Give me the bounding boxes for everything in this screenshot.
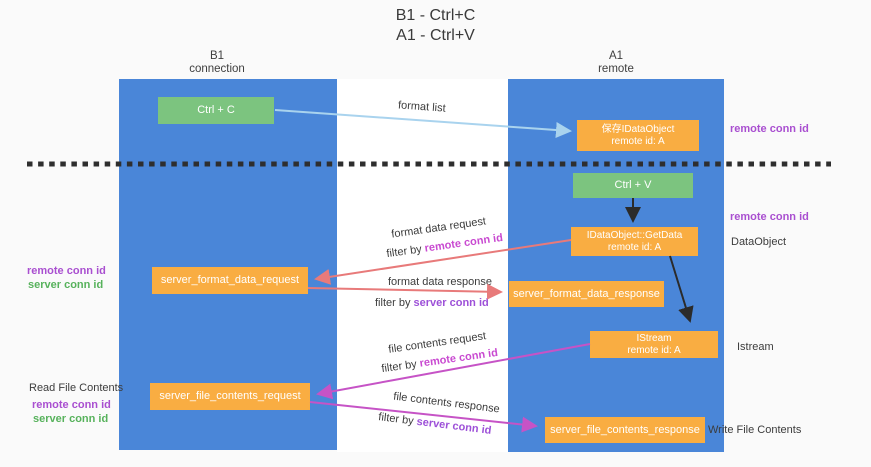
istream-line2: remote id: A — [627, 345, 681, 356]
file-response-label: server_file_contents_response — [550, 423, 700, 436]
filter-by-text: filter by — [375, 297, 411, 309]
server-conn-id-text: server conn id — [413, 297, 489, 309]
server-file-contents-request-box: server_file_contents_request — [150, 383, 310, 410]
remote-conn-id-annotation-top-right: remote conn id — [730, 123, 809, 135]
server-format-data-request-box: server_format_data_request — [152, 267, 308, 294]
ctrl-c-box: Ctrl + C — [158, 97, 274, 124]
dataobject-annotation: DataObject — [731, 236, 787, 248]
remote-conn-id-annotation-mid-left: remote conn id — [27, 265, 106, 277]
ctrl-v-box: Ctrl + V — [573, 173, 693, 198]
lane-a1-role: remote — [598, 63, 634, 75]
lane-header-b1: B1 connection — [108, 50, 326, 76]
lane-a1-name: A1 — [608, 50, 624, 62]
diagram-title: B1 - Ctrl+C A1 - Ctrl+V — [0, 6, 871, 46]
format-response-label: server_format_data_response — [513, 287, 660, 300]
title-line-1: B1 - Ctrl+C — [395, 7, 476, 24]
read-file-contents-annotation: Read File Contents — [29, 382, 124, 394]
saved-idataobject-box: 保存IDataObject remote id: A — [577, 120, 699, 151]
saved-idataobject-line1: 保存IDataObject — [601, 124, 675, 135]
getdata-line2: remote id: A — [607, 242, 662, 253]
server-conn-id-annotation-mid-left: server conn id — [28, 279, 104, 291]
idataobject-getdata-box: IDataObject::GetData remote id: A — [571, 227, 698, 256]
istream-line1: IStream — [636, 333, 672, 344]
saved-idataobject-line2: remote id: A — [611, 136, 665, 147]
getdata-line1: IDataObject::GetData — [586, 230, 683, 241]
lane-b1-name: B1 — [209, 50, 225, 62]
server-conn-id-annotation-bottom-left: server conn id — [33, 413, 109, 425]
server-format-data-response-box: server_format_data_response — [509, 281, 664, 307]
ctrl-c-label: Ctrl + C — [197, 104, 235, 116]
istream-annotation: Istream — [737, 341, 774, 353]
lane-b1-role: connection — [189, 63, 245, 75]
server-file-contents-response-box: server_file_contents_response — [545, 417, 705, 443]
istream-box: IStream remote id: A — [590, 331, 718, 358]
lane-header-a1: A1 remote — [508, 50, 724, 76]
format-data-response-label: format data response — [388, 276, 492, 288]
remote-conn-id-annotation-bottom-left: remote conn id — [32, 399, 111, 411]
remote-conn-id-annotation-mid-right: remote conn id — [730, 211, 809, 223]
file-request-label: server_file_contents_request — [159, 390, 301, 402]
filter-by-server-conn-id-label-1: filter by server conn id — [375, 297, 489, 309]
ctrl-v-label: Ctrl + V — [614, 179, 652, 191]
format-request-label: server_format_data_request — [160, 274, 300, 286]
title-line-2: A1 - Ctrl+V — [396, 27, 475, 44]
write-file-contents-annotation: Write File Contents — [708, 424, 802, 436]
